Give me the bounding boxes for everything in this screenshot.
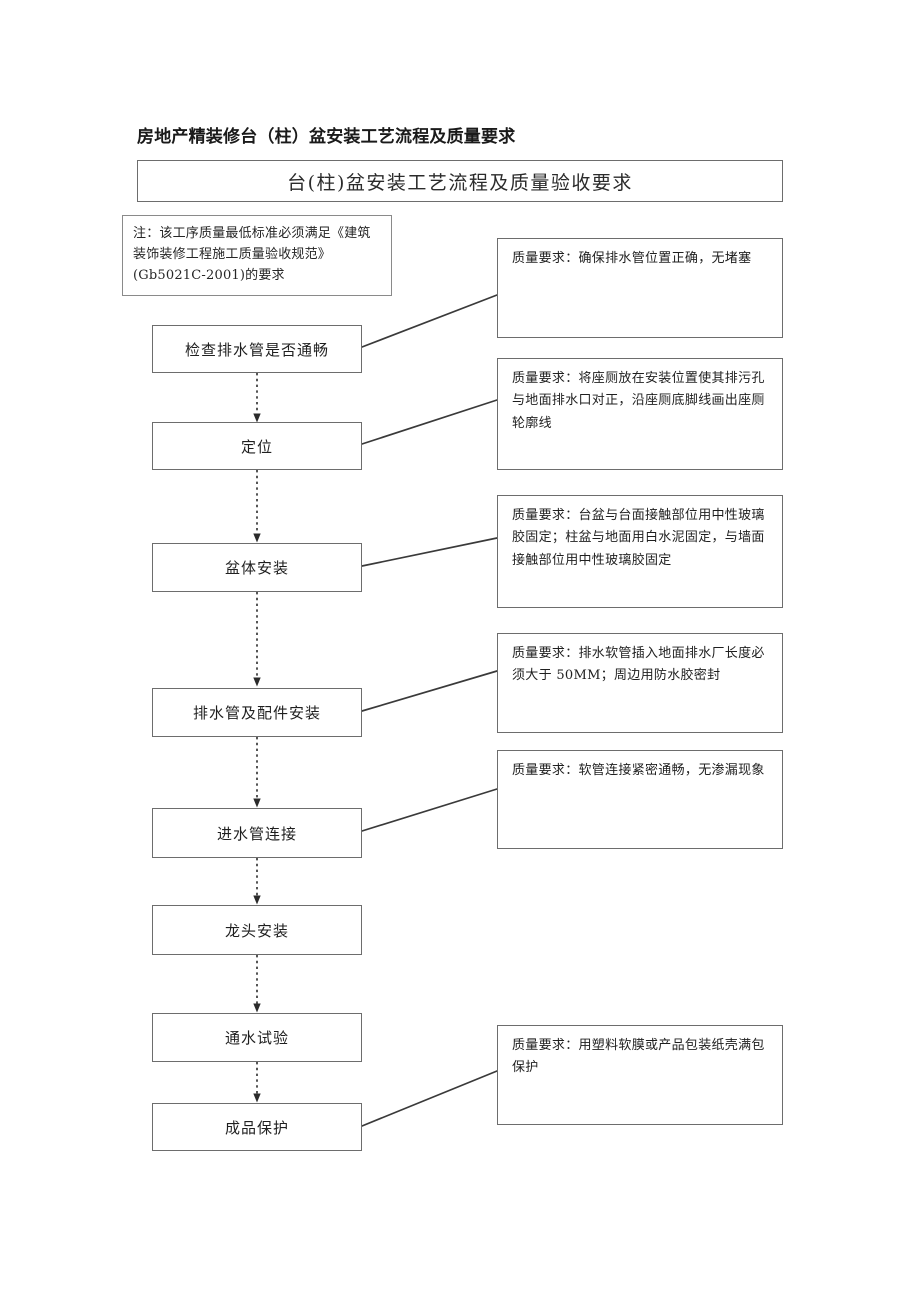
note-box: 注：该工序质量最低标准必须满足《建筑装饰装修工程施工质量验收规范》(Gb5021…	[122, 215, 392, 296]
page-title: 房地产精装修台（柱）盆安装工艺流程及质量要求	[137, 127, 516, 147]
requirement-box-6-text: 质量要求：用塑料软膜或产品包装纸壳满包保护	[512, 1038, 765, 1076]
process-box-7[interactable]: 通水试验	[152, 1013, 362, 1062]
requirement-box-2[interactable]: 质量要求：将座厕放在安装位置使其排污孔与地面排水口对正，沿座厕底脚线画出座厕轮廓…	[497, 358, 783, 470]
process-box-8-label: 成品保护	[224, 1118, 289, 1137]
header-banner: 台(柱)盆安装工艺流程及质量验收要求	[137, 160, 783, 202]
process-box-6-label: 龙头安装	[224, 921, 289, 940]
process-box-2-label: 定位	[240, 437, 273, 456]
requirement-box-2-text: 质量要求：将座厕放在安装位置使其排污孔与地面排水口对正，沿座厕底脚线画出座厕轮廓…	[512, 371, 765, 431]
requirement-box-4-text: 质量要求：排水软管插入地面排水厂长度必须大于 50MM；周边用防水胶密封	[512, 646, 765, 684]
requirement-box-1-text: 质量要求：确保排水管位置正确，无堵塞	[512, 251, 752, 266]
leader-line-1	[361, 294, 498, 348]
process-box-1-label: 检查排水管是否通畅	[184, 340, 329, 359]
process-box-4-label: 排水管及配件安装	[192, 704, 321, 722]
requirement-box-5[interactable]: 质量要求：软管连接紧密通畅，无渗漏现象	[497, 750, 783, 849]
process-box-5-label: 进水管连接	[216, 824, 297, 843]
process-box-2[interactable]: 定位	[152, 422, 362, 470]
requirement-box-4[interactable]: 质量要求：排水软管插入地面排水厂长度必须大于 50MM；周边用防水胶密封	[497, 633, 783, 733]
process-box-4[interactable]: 排水管及配件安装	[152, 688, 362, 737]
requirement-box-6[interactable]: 质量要求：用塑料软膜或产品包装纸壳满包保护	[497, 1025, 783, 1125]
requirement-box-3-text: 质量要求：台盆与台面接触部位用中性玻璃胶固定；柱盆与地面用白水泥固定，与墙面接触…	[512, 508, 765, 568]
leader-line-5	[361, 788, 498, 832]
requirement-box-3[interactable]: 质量要求：台盆与台面接触部位用中性玻璃胶固定；柱盆与地面用白水泥固定，与墙面接触…	[497, 495, 783, 608]
leader-line-6	[361, 1070, 498, 1127]
leader-line-2	[361, 399, 498, 445]
process-box-7-label: 通水试验	[224, 1029, 289, 1047]
process-box-5[interactable]: 进水管连接	[152, 808, 362, 858]
header-banner-label: 台(柱)盆安装工艺流程及质量验收要求	[287, 171, 633, 194]
note-box-text: 注：该工序质量最低标准必须满足《建筑装饰装修工程施工质量验收规范》(Gb5021…	[133, 226, 371, 284]
process-box-1[interactable]: 检查排水管是否通畅	[152, 325, 362, 373]
leader-line-3	[361, 537, 498, 567]
process-box-3-label: 盆体安装	[224, 559, 289, 577]
requirement-box-5-text: 质量要求：软管连接紧密通畅，无渗漏现象	[512, 763, 765, 778]
requirement-box-1[interactable]: 质量要求：确保排水管位置正确，无堵塞	[497, 238, 783, 338]
leader-line-4	[361, 670, 498, 712]
process-box-3[interactable]: 盆体安装	[152, 543, 362, 592]
process-box-8[interactable]: 成品保护	[152, 1103, 362, 1151]
process-box-6[interactable]: 龙头安装	[152, 905, 362, 955]
